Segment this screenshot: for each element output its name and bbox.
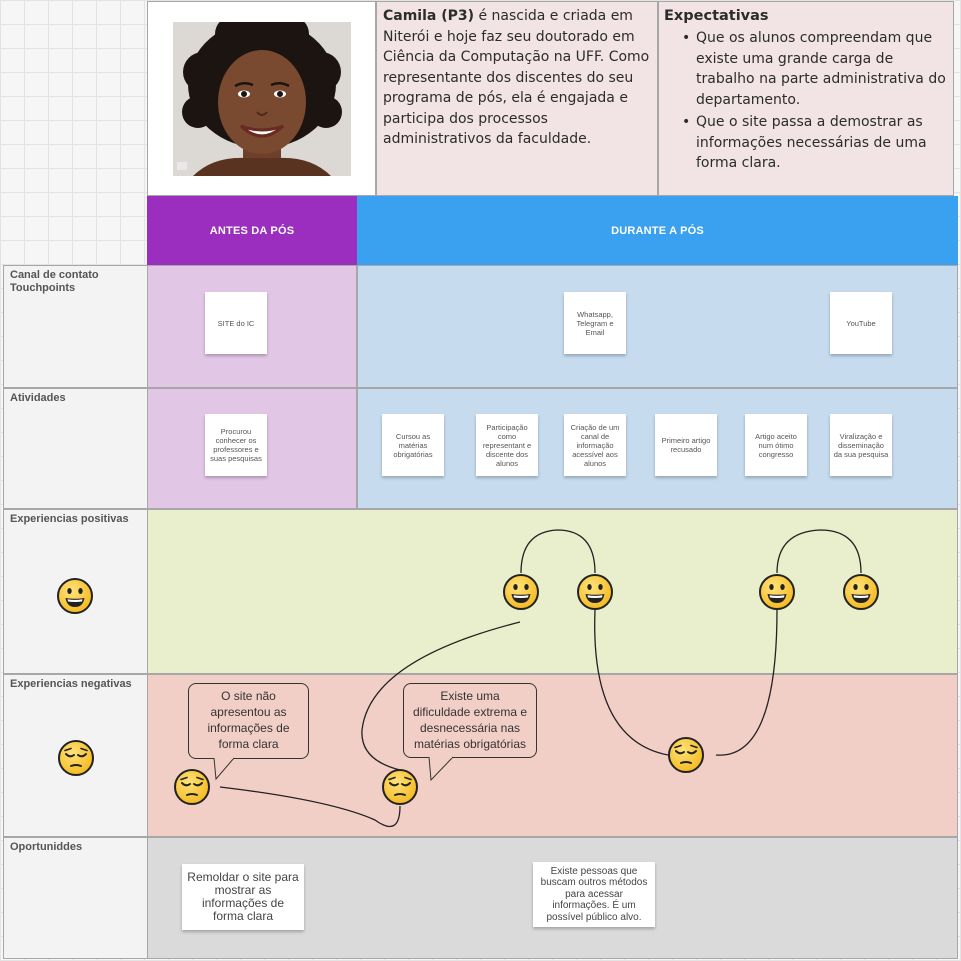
opportunity-note[interactable]: Remoldar o site para mostrar as informaç… [182,864,304,930]
happy-face-icon [502,573,540,611]
activity-note[interactable]: Primeiro artigo recusado [655,414,717,476]
row-label-opportunities: Oportuniddes [3,837,147,959]
expectation-item: •Que os alunos compreendam que existe um… [682,30,946,108]
persona-name: Camila (P3) [383,8,475,24]
activity-note[interactable]: Cursou as matérias obrigatórias [382,414,444,476]
persona-bio: Camila (P3) é nascida e criada em Niteró… [383,6,651,150]
phase-header-antes: ANTES DA PÓS [147,196,357,265]
bubble-tail [213,757,235,781]
persona-bio-cell: Camila (P3) é nascida e criada em Niteró… [376,1,658,196]
bullet-icon: • [682,30,691,46]
happy-face-icon [842,573,880,611]
persona-photo-cell [147,1,376,196]
touchpoint-note[interactable]: Whatsapp, Telegram e Email [564,292,626,354]
pensive-face-icon [667,736,705,774]
expectations-cell: Expectativas •Que os alunos compreendam … [658,1,954,196]
activity-note[interactable]: Procurou conhecer os professores e suas … [205,414,267,476]
activity-note[interactable]: Participação como representant e discent… [476,414,538,476]
pain-point-bubble: Existe uma dificuldade extrema e desnece… [403,683,537,758]
touchpoint-note[interactable]: YouTube [830,292,892,354]
row-label-touchpoints: Canal de contato Touchpoints [3,265,147,388]
touchpoints-durante-cell [357,265,958,388]
positive-experiences-cell [147,509,958,674]
opportunity-note[interactable]: Existe pessoas que buscam outros métodos… [533,862,655,927]
activity-note[interactable]: Viralização e disseminação da sua pesqui… [830,414,892,476]
bullet-icon: • [682,114,691,130]
phase-header-durante: DURANTE A PÓS [357,196,958,265]
pain-point-bubble: O site não apresentou as informações de … [188,683,309,759]
touchpoint-note[interactable]: SITE do IC [205,292,267,354]
activity-note[interactable]: Artigo aceito num ótimo congresso [745,414,807,476]
pensive-face-icon [57,739,95,777]
happy-face-icon [56,577,94,615]
expectations-title: Expectativas [664,8,769,24]
activity-note[interactable]: Criação de um canal de informação acessí… [564,414,626,476]
pensive-face-icon [381,768,419,806]
row-label-activities: Atividades [3,388,147,509]
persona-photo [173,22,351,176]
expectation-item: •Que o site passa a demostrar as informa… [682,114,927,171]
pensive-face-icon [173,768,211,806]
happy-face-icon [758,573,796,611]
happy-face-icon [576,573,614,611]
expectations-list: •Que os alunos compreendam que existe um… [664,28,948,174]
bubble-tail [428,756,454,782]
persona-bio-text: é nascida e criada em Niterói e hoje faz… [383,8,650,147]
